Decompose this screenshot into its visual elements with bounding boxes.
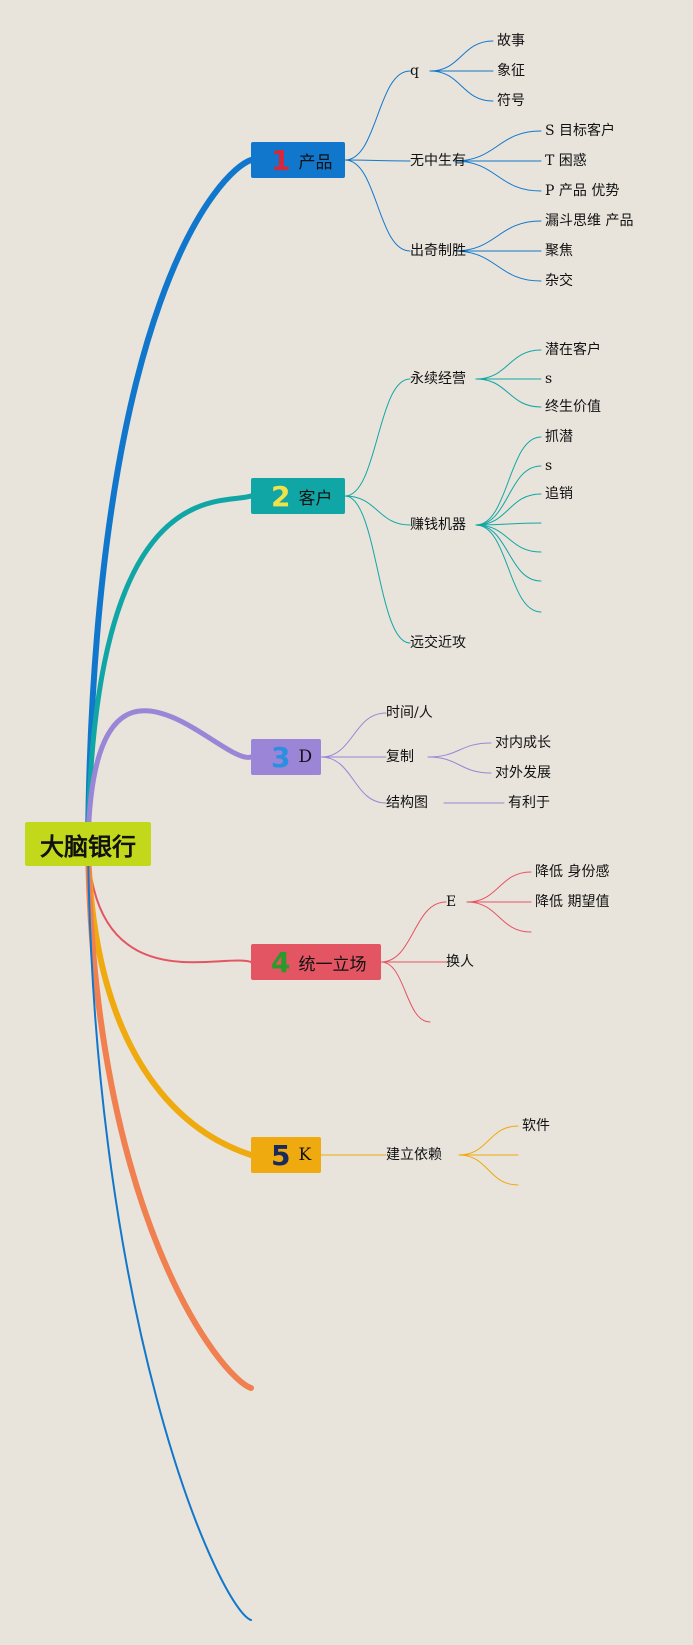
leaf-3-3-1[interactable]: 有利于 [508,795,550,811]
leaf-line-4-1-3 [466,901,532,933]
leaf-line-2-2-2 [475,465,542,526]
leaf-2-2-1[interactable]: 抓潜 [545,429,573,445]
leaf-2-1-2[interactable]: s [545,371,553,387]
leaf-1-3-1[interactable]: 漏斗思维 产品 [545,213,634,229]
leaf-1-3-2[interactable]: 聚焦 [545,243,573,259]
branch-line-6 [85,841,254,1391]
leaf-1-2-2[interactable]: T 困惑 [545,153,587,169]
leaf-line-2-2-1 [475,436,542,526]
root-node[interactable]: 大脑银行 [25,822,151,866]
leaf-line-5-1-3 [458,1154,519,1186]
branch-label: 统一立场 [298,954,367,975]
leaf-1-1-1[interactable]: 故事 [497,33,525,49]
leaf-1-2-3[interactable]: P 产品 优势 [545,183,620,199]
leaf-line-1-2-1 [453,130,542,162]
leaf-line-1-1-1 [429,40,494,72]
subnode-3-2[interactable]: 复制 [386,749,414,765]
subbranch-line-3-3 [320,756,387,804]
subnode-1-3[interactable]: 出奇制胜 [410,243,466,259]
leaf-line-1-1-3 [429,70,494,102]
subbranch-line-1-1 [344,70,411,161]
branch-number: 5 [271,1138,291,1172]
subnode-1-2[interactable]: 无中生有 [410,153,466,169]
branch-number: 1 [271,143,291,177]
leaf-3-2-2[interactable]: 对外发展 [495,765,551,781]
root-label: 大脑银行 [40,832,136,861]
leaf-line-5-1-1 [458,1125,519,1156]
subbranch-line-1-3 [344,159,411,252]
branch-line-4 [87,843,252,964]
subnode-3-3[interactable]: 结构图 [386,795,428,811]
branch-number: 2 [271,479,291,513]
leaf-line-2-2-7 [475,524,542,613]
branch-number: 4 [271,945,291,979]
leaf-line-2-2-3 [475,493,542,526]
subbranch-line-1-2 [344,159,411,162]
leaf-2-1-3[interactable]: 终生价值 [545,399,601,415]
subnode-2-1[interactable]: 永续经营 [410,371,466,387]
subbranch-line-4-1 [380,901,447,963]
subnode-2-2[interactable]: 赚钱机器 [410,517,466,533]
branch-node-2[interactable]: 2 客户 [251,478,345,514]
branch-label: 客户 [298,488,333,509]
branch-line-1 [85,157,254,847]
subnode-1-1[interactable]: q [410,63,419,79]
leaf-line-1-3-3 [453,250,542,282]
leaf-line-1-3-1 [453,220,542,252]
subbranch-line-2-2 [344,495,411,526]
leaf-line-3-2-2 [427,756,492,774]
leaf-line-2-2-5 [475,524,542,553]
branch-line-5 [85,841,254,1158]
subbranch-line-2-3 [344,495,411,644]
subnode-4-2[interactable]: 换人 [446,954,474,970]
branch-line-3 [85,708,254,847]
branch-node-4[interactable]: 4 统一立场 [251,944,381,980]
leaf-2-2-2[interactable]: s [545,458,553,474]
subbranch-line-3-1 [320,712,387,758]
subbranch-line-2-1 [344,378,411,497]
subnode-2-3[interactable]: 远交近攻 [410,635,466,651]
branch-label: K [298,1145,312,1165]
leaf-line-4-1-1 [466,871,532,903]
subnode-4-1[interactable]: E [446,894,457,910]
leaf-line-3-2-1 [427,742,492,758]
leaf-4-1-2[interactable]: 降低 期望值 [535,894,610,910]
leaf-1-1-2[interactable]: 象征 [497,63,525,79]
branch-line-7 [87,843,252,1621]
leaf-line-2-1-1 [475,349,542,380]
branch-node-1[interactable]: 1 产品 [251,142,345,178]
leaf-line-2-2-4 [475,522,542,526]
leaf-line-2-2-6 [475,524,542,582]
subnode-5-1[interactable]: 建立依赖 [386,1147,442,1163]
leaf-1-2-1[interactable]: S 目标客户 [545,123,616,139]
leaf-line-1-2-3 [453,160,542,192]
leaf-3-2-1[interactable]: 对内成长 [495,735,551,751]
leaf-1-3-3[interactable]: 杂交 [545,273,573,289]
leaf-4-1-1[interactable]: 降低 身份感 [535,864,610,880]
subnode-3-1[interactable]: 时间/人 [386,705,433,721]
branch-label: D [298,747,313,767]
subbranch-line-4-3 [380,961,431,1023]
leaf-line-2-1-3 [475,378,542,408]
branch-line-2 [85,493,254,847]
leaf-5-1-1[interactable]: 软件 [522,1118,550,1134]
branch-label: 产品 [298,152,333,173]
leaf-2-1-1[interactable]: 潜在客户 [545,342,601,358]
branch-number: 3 [271,740,291,774]
leaf-2-2-3[interactable]: 追销 [545,486,573,502]
leaf-1-1-3[interactable]: 符号 [497,93,525,109]
